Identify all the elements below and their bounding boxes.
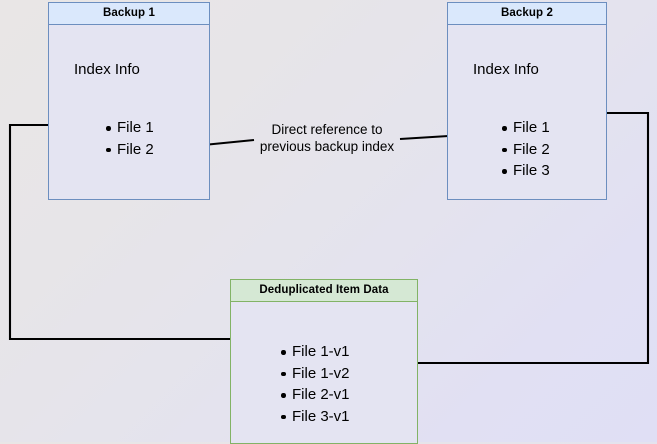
node-backup-2-header: Backup 2 — [448, 3, 606, 25]
list-item: File 1-v1 — [281, 341, 350, 363]
list-item: File 3-v1 — [281, 406, 350, 428]
node-backup-2-body: Index Info File 1 File 2 File 3 — [448, 25, 606, 199]
node-backup-2-subtitle: Index Info — [473, 61, 539, 78]
node-backup-2[interactable]: Backup 2 Index Info File 1 File 2 File 3 — [447, 2, 607, 200]
list-item: File 2-v1 — [281, 384, 350, 406]
list-item: File 1-v2 — [281, 363, 350, 385]
node-backup-1-file-list: File 1 File 2 — [101, 117, 154, 160]
list-item: File 2 — [502, 139, 550, 161]
list-item: File 1 — [106, 117, 154, 139]
node-backup-1-body: Index Info File 1 File 2 — [49, 25, 209, 199]
node-backup-1-subtitle: Index Info — [74, 61, 140, 78]
list-item: File 1 — [502, 117, 550, 139]
node-deduplicated-item-data[interactable]: Deduplicated Item Data File 1-v1 File 1-… — [230, 279, 418, 444]
list-item: File 2 — [106, 139, 154, 161]
node-backup-1[interactable]: Backup 1 Index Info File 1 File 2 — [48, 2, 210, 200]
node-deduplicated-item-data-file-list: File 1-v1 File 1-v2 File 2-v1 File 3-v1 — [276, 341, 350, 427]
edge-label-direct-reference: Direct reference to previous backup inde… — [259, 122, 395, 154]
node-deduplicated-item-data-header: Deduplicated Item Data — [231, 280, 417, 302]
node-backup-1-header: Backup 1 — [49, 3, 209, 25]
node-deduplicated-item-data-body: File 1-v1 File 1-v2 File 2-v1 File 3-v1 — [231, 302, 417, 443]
list-item: File 3 — [502, 160, 550, 182]
node-backup-2-file-list: File 1 File 2 File 3 — [497, 117, 550, 182]
